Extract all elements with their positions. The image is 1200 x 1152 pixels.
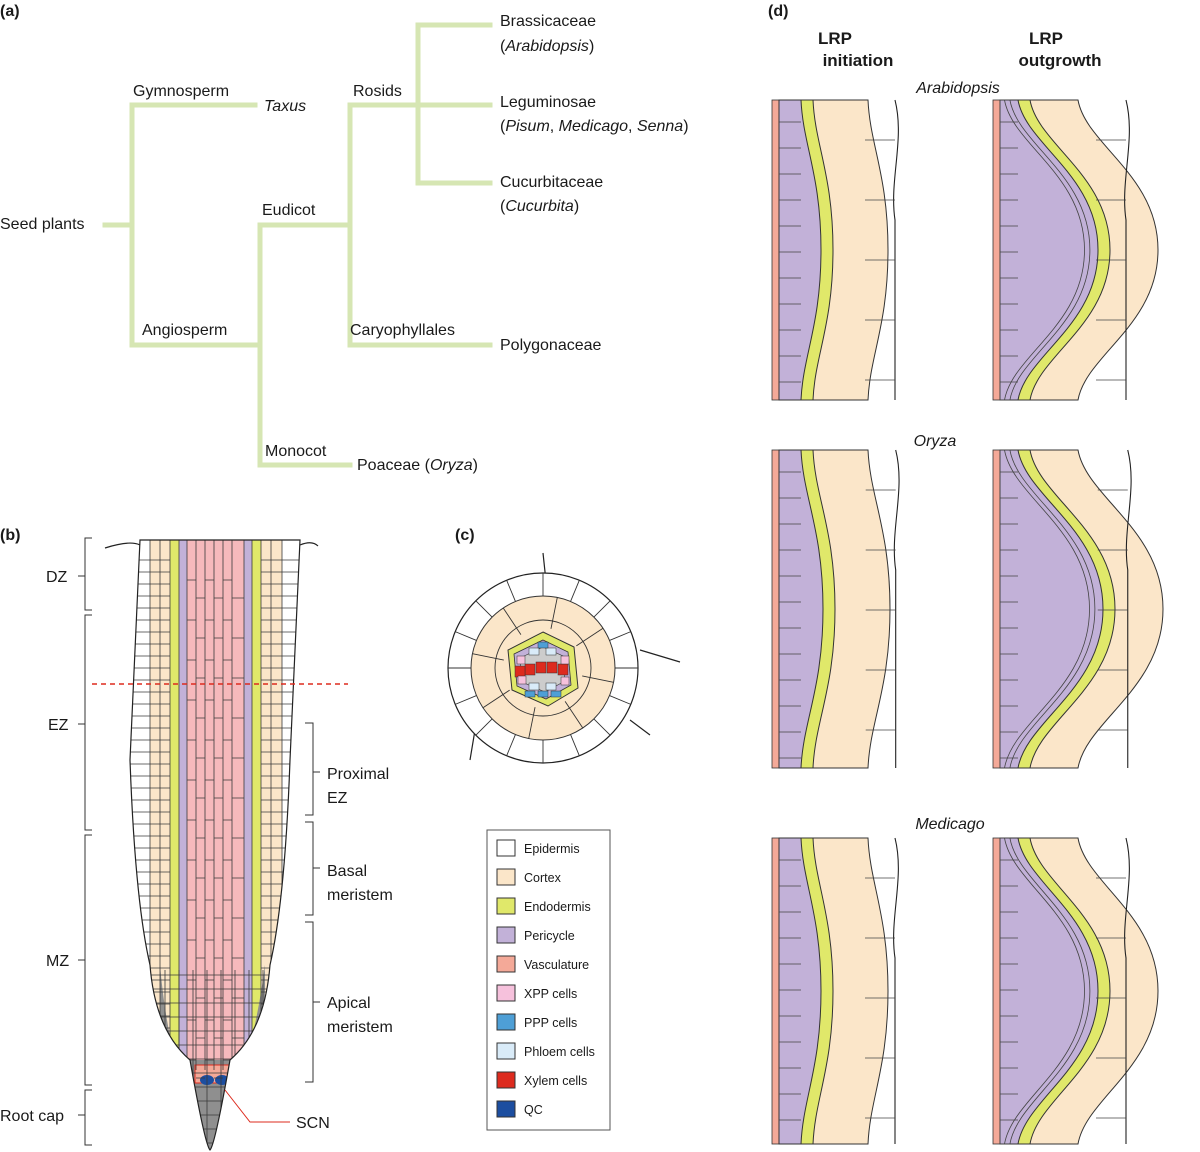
panel-b-label: (b): [0, 527, 20, 544]
lrp-species-arabidopsis: Arabidopsis: [915, 80, 1000, 97]
tree-taxus-label: Taxus: [264, 98, 306, 115]
tree-eudicot-label: Eudicot: [262, 202, 316, 219]
lrp-col2-title-l1: LRP: [1029, 29, 1063, 48]
tree-cucurbitaceae-genus: (Cucurbita): [500, 198, 579, 215]
tree-brassicaceae-label: Brassicaceae: [500, 13, 596, 30]
tree-root-label: Seed plants: [0, 216, 85, 233]
subzone-proximal-l1: Proximal: [327, 766, 389, 783]
zone-dz-label: DZ: [46, 569, 68, 586]
root-tip-diagram: [104, 539, 319, 1151]
panel-a-label: (a): [0, 3, 20, 20]
panel-c-label: (c): [455, 527, 475, 544]
legend-swatch: [496, 839, 516, 857]
legend-swatch: [496, 1071, 516, 1089]
legend-swatch: [496, 955, 516, 973]
lrp-panel-6: [992, 837, 1159, 1145]
lrp-panel-3: [771, 449, 900, 769]
tree-caryophyllales-label: Caryophyllales: [350, 322, 455, 339]
tree-cucurbitaceae-label: Cucurbitaceae: [500, 174, 603, 191]
tree-rosids-label: Rosids: [353, 83, 402, 100]
scn-label: SCN: [296, 1115, 330, 1132]
legend-swatch: [496, 1013, 516, 1031]
legend-swatch: [496, 1100, 516, 1118]
tree-gymnosperm-label: Gymnosperm: [133, 83, 229, 100]
legend-label: QC: [524, 1103, 543, 1117]
lrp-col1-title-l2: initiation: [823, 51, 894, 70]
subzone-apical-l2: meristem: [327, 1019, 393, 1036]
tree-leguminosae-label: Leguminosae: [500, 94, 596, 111]
lrp-panel-2: [992, 99, 1159, 401]
subzone-proximal-l2: EZ: [327, 790, 348, 807]
zone-brackets: [78, 537, 320, 1146]
tree-angiosperm-label: Angiosperm: [142, 322, 227, 339]
subzone-basal-l1: Basal: [327, 863, 367, 880]
tree-poaceae-label: Poaceae (Oryza): [357, 457, 478, 474]
legend-swatch: [496, 1042, 516, 1060]
lrp-species-oryza: Oryza: [914, 433, 957, 450]
scn-pointer: [224, 1089, 290, 1123]
legend-swatch: [496, 868, 516, 886]
legend-label: Pericycle: [524, 929, 575, 943]
subzone-basal-l2: meristem: [327, 887, 393, 904]
tree-polygonaceae-label: Polygonaceae: [500, 337, 602, 354]
zone-mz-label: MZ: [46, 953, 69, 970]
root-cross-section: [447, 552, 681, 764]
phylogenetic-tree: [102, 22, 493, 468]
legend-label: PPP cells: [524, 1016, 577, 1030]
lrp-panels: [771, 99, 1164, 1145]
zone-ez-label: EZ: [48, 717, 69, 734]
zone-rootcap-label: Root cap: [0, 1108, 64, 1125]
legend-swatch: [496, 897, 516, 915]
legend-label: Phloem cells: [524, 1045, 595, 1059]
lrp-col1-title-l1: LRP: [818, 29, 852, 48]
legend-label: Epidermis: [524, 842, 580, 856]
legend-swatch: [496, 984, 516, 1002]
tree-leguminosae-genera: (Pisum, Medicago, Senna): [500, 118, 689, 135]
lrp-col2-title-l2: outgrowth: [1018, 51, 1101, 70]
legend-swatch: [496, 926, 516, 944]
tree-monocot-label: Monocot: [265, 443, 327, 460]
legend-label: XPP cells: [524, 987, 577, 1001]
lrp-panel-1: [771, 99, 899, 401]
legend-label: Endodermis: [524, 900, 591, 914]
subzone-apical-l1: Apical: [327, 995, 371, 1012]
legend-label: Cortex: [524, 871, 562, 885]
panel-d-label: (d): [768, 3, 788, 20]
legend-label: Xylem cells: [524, 1074, 587, 1088]
legend-label: Vasculature: [524, 958, 589, 972]
lrp-panel-5: [771, 837, 899, 1145]
legend: EpidermisCortexEndodermisPericycleVascul…: [496, 839, 595, 1118]
tree-brassicaceae-genus: (Arabidopsis): [500, 38, 594, 55]
lrp-panel-4: [992, 449, 1164, 769]
lrp-species-medicago: Medicago: [915, 816, 984, 833]
